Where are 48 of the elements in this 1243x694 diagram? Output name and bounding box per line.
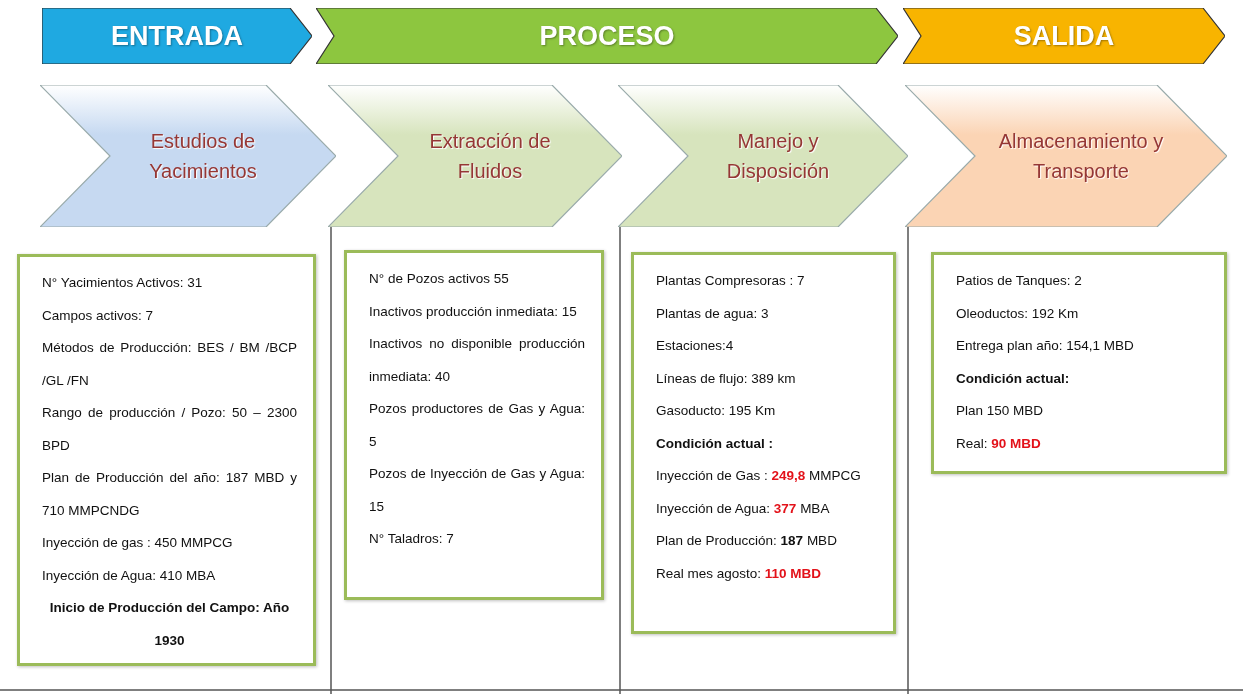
info-line: Métodos de Producción: BES / BM /BCP /GL /FN bbox=[42, 339, 297, 390]
stage-title: Estudios de Yacimientos bbox=[148, 129, 258, 184]
stage-title: Extracción de Fluidos bbox=[428, 129, 552, 184]
phase-banner bbox=[42, 8, 312, 64]
stage-banner bbox=[40, 85, 336, 227]
info-line: Gasoducto: 195 Km bbox=[656, 402, 777, 420]
phase-banner bbox=[316, 8, 898, 64]
info-line: Condición actual: bbox=[956, 369, 1071, 388]
stage-title: Manejo y Disposición bbox=[725, 129, 831, 184]
info-line: Campos activos: 7 bbox=[42, 306, 155, 325]
info-line: Condición actual : bbox=[656, 434, 774, 453]
phase-banner bbox=[903, 8, 1225, 64]
stage-banner bbox=[328, 85, 622, 227]
info-line: Inyección de Agua: 410 MBA bbox=[42, 566, 217, 585]
info-line: Estaciones:4 bbox=[656, 337, 735, 355]
info-line: Rango de producción / Pozo: 50 – 2300 BPD bbox=[42, 404, 297, 455]
info-line: Plantas Compresoras : 7 bbox=[656, 272, 806, 290]
info-line: Inactivos no disponible producción inmediata: 40 bbox=[369, 335, 585, 386]
info-line: Plantas de agua: 3 bbox=[656, 304, 770, 323]
info-line: Inyección de Agua: 377 MBA bbox=[656, 499, 831, 518]
info-box bbox=[17, 254, 316, 666]
info-line: Pozos productores de Gas y Agua: 5 bbox=[369, 400, 585, 451]
phase-title: SALIDA bbox=[1013, 20, 1115, 52]
info-line: Líneas de flujo: 389 km bbox=[656, 369, 797, 388]
info-box bbox=[931, 252, 1227, 474]
info-line: Inyección de gas : 450 MMPCG bbox=[42, 534, 234, 552]
info-line: Plan 150 MBD bbox=[956, 402, 1045, 420]
stage-banner bbox=[905, 85, 1227, 227]
info-line: Inicio de Producción del Campo: Año 1930 bbox=[48, 599, 291, 650]
info-line: N° Yacimientos Activos: 31 bbox=[42, 274, 204, 292]
info-line: Inyección de Gas : 249,8 MMPCG bbox=[656, 467, 862, 485]
info-line: Patios de Tanques: 2 bbox=[956, 272, 1083, 290]
info-line: N° Taladros: 7 bbox=[369, 530, 455, 548]
stage-title: Almacenamiento y Transporte bbox=[997, 129, 1165, 184]
info-line: Real: 90 MBD bbox=[956, 434, 1042, 453]
phase-title: PROCESO bbox=[539, 20, 675, 52]
info-line: Plan de Producción del año: 187 MBD y 710 MMPCNDG bbox=[42, 469, 297, 520]
info-line: Entrega plan año: 154,1 MBD bbox=[956, 337, 1135, 355]
info-line: Inactivos producción inmediata: 15 bbox=[369, 302, 578, 321]
info-box bbox=[344, 250, 604, 600]
phase-title: ENTRADA bbox=[111, 20, 243, 52]
info-line: N° de Pozos activos 55 bbox=[369, 270, 510, 288]
info-line: Oleoductos: 192 Km bbox=[956, 304, 1080, 323]
info-line: Real mes agosto: 110 MBD bbox=[656, 564, 823, 583]
info-line: Pozos de Inyección de Gas y Agua: 15 bbox=[369, 465, 585, 516]
stage-banner bbox=[618, 85, 908, 227]
info-line: Plan de Producción: 187 MBD bbox=[656, 532, 838, 550]
info-box bbox=[631, 252, 896, 634]
